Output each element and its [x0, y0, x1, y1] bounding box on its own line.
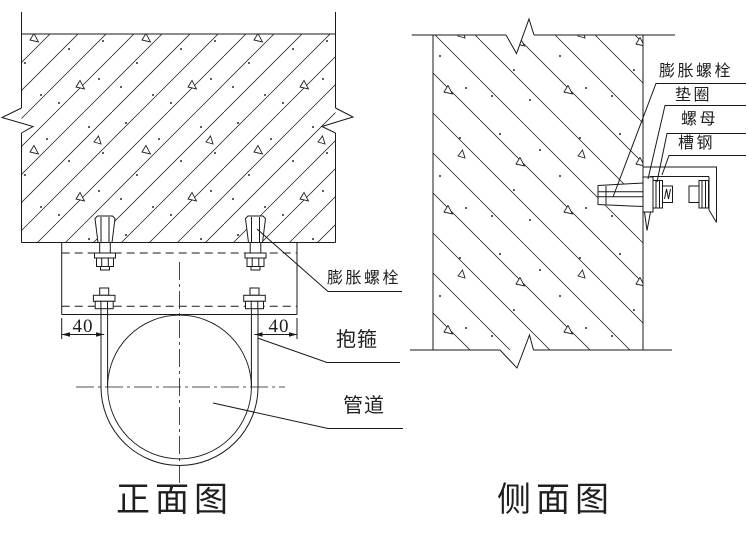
dimension-text-left: 40 — [72, 316, 94, 337]
side-view-drawing — [410, 17, 746, 369]
side-washer — [642, 176, 654, 213]
leader-nut — [656, 133, 746, 183]
leader-expansion-bolt-side — [612, 83, 746, 198]
side-channel-steel — [643, 166, 717, 231]
dimension-arrows — [61, 332, 297, 337]
u-bolt-nut-left — [92, 287, 116, 310]
break-line-left — [0, 107, 35, 134]
dimension-text-right: 40 — [268, 316, 290, 337]
leader-washer — [647, 105, 746, 180]
label-pipe: 管道 — [343, 395, 385, 417]
break-line-bottom — [499, 333, 534, 369]
side-view-title: 侧面图 — [497, 482, 614, 519]
leader-expansion-bolt-front — [256, 228, 402, 292]
leader-pipe — [212, 402, 403, 429]
label-nut: 螺母 — [681, 111, 719, 128]
side-right-bolt — [688, 180, 709, 209]
break-line-right — [320, 107, 355, 134]
label-expansion-bolt-side: 膨胀螺栓 — [659, 63, 734, 80]
front-expansion-bolt-right — [244, 215, 267, 271]
front-view-drawing — [0, 12, 403, 483]
label-clamp: 抱箍 — [336, 329, 378, 351]
break-line-top — [505, 17, 535, 55]
label-expansion-bolt-front: 膨胀螺栓 — [327, 270, 402, 287]
slab-edge-lines — [21, 12, 336, 243]
side-bolt-threaded-tip — [662, 185, 673, 203]
label-channel-steel: 槽钢 — [678, 135, 716, 152]
label-washer: 垫圈 — [675, 87, 713, 104]
side-nut — [652, 180, 663, 209]
u-bolt-nut-right — [243, 287, 266, 310]
front-concrete-slab-hatch — [21, 34, 336, 243]
front-view-title: 正面图 — [116, 482, 233, 519]
leader-channel-steel — [661, 155, 746, 176]
leader-clamp — [257, 337, 400, 363]
front-expansion-bolt-left — [94, 215, 116, 271]
